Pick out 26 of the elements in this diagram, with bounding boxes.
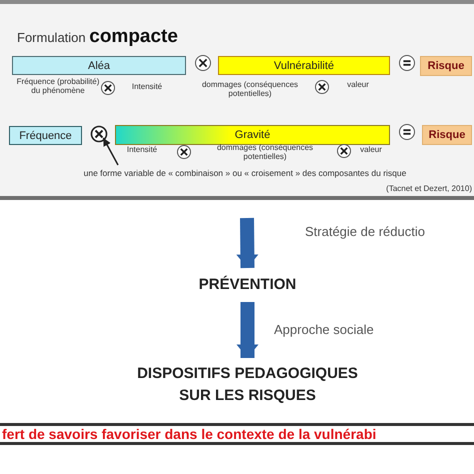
note-text: une forme variable de « combinaison » ou « croisement » des composantes du risque: [50, 169, 440, 181]
multiply-icon: [90, 125, 108, 143]
gradient-bar: Gravité: [115, 125, 390, 145]
leader-line: [102, 138, 119, 166]
term-label: Intensité: [130, 82, 164, 92]
term-box: Aléa: [12, 56, 186, 75]
term-label: dommages (conséquences potentielles): [200, 80, 300, 98]
edge-label: Stratégie de réductio: [303, 224, 427, 239]
block-arrow: [236, 302, 258, 358]
result-box: Risque: [422, 125, 472, 145]
term-label: Fréquence (probabilité) du phénomène: [16, 77, 100, 96]
term-label: Intensité: [126, 145, 158, 154]
result-box: Risque: [420, 56, 472, 76]
term-box: Vulnérabilité: [218, 56, 390, 75]
term-box: Fréquence: [9, 126, 82, 145]
citation-text: (Tacnet et Dezert, 2010): [385, 184, 472, 194]
step-label: PRÉVENTION: [175, 268, 320, 302]
highlight-band: fert de savoirs favoriser dans le contexte de la vulnérabi: [0, 423, 474, 445]
term-label: dommages (conséquences potentielles): [216, 143, 314, 162]
formula-panel: [0, 0, 474, 200]
term-label: valeur: [359, 145, 383, 154]
panel-heading: Formulation compacte: [17, 26, 178, 48]
term-label: valeur: [346, 80, 370, 90]
step-label: DISPOSITIFS PEDAGOGIQUES SUR LES RISQUES: [120, 358, 375, 412]
block-arrow: [236, 218, 258, 268]
edge-label: Approche sociale: [272, 322, 376, 337]
